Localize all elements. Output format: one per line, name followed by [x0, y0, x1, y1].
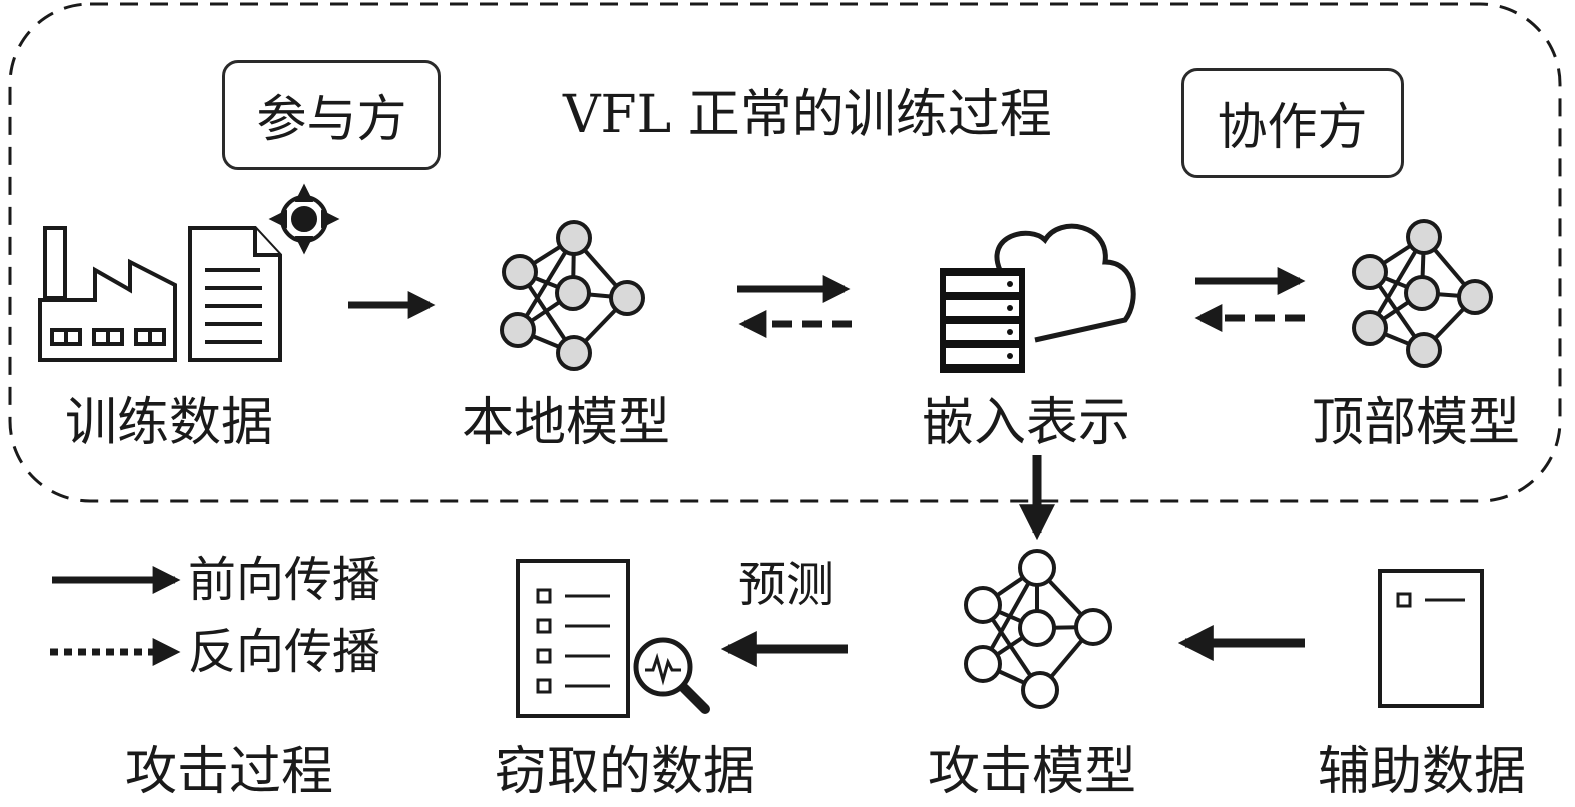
- embedding-label: 嵌入表示: [922, 393, 1131, 453]
- local-model-network-icon: [500, 220, 645, 371]
- top-model-label: 顶部模型: [1312, 393, 1521, 453]
- local-model-label: 本地模型: [462, 393, 671, 453]
- legend-forward-label: 前向传播: [188, 552, 381, 608]
- stolen-data-label: 窃取的数据: [495, 742, 756, 802]
- attack-section-label: 攻击过程: [125, 742, 334, 802]
- factory-icon: [38, 226, 177, 362]
- auxiliary-data-label: 辅助数据: [1318, 742, 1527, 802]
- target-icon: [268, 183, 340, 255]
- attack-model-network-icon: [964, 549, 1112, 709]
- participant-box: 参与方: [222, 60, 441, 170]
- training-process-region: [8, 2, 1562, 503]
- attack-model-label: 攻击模型: [928, 742, 1137, 802]
- magnifier-icon: [633, 637, 710, 714]
- participant-label: 参与方: [256, 90, 407, 148]
- document-icon: [188, 226, 282, 362]
- collaborator-box: 协作方: [1181, 68, 1404, 178]
- training-data-label: 训练数据: [65, 393, 274, 453]
- checklist-icon: [516, 559, 630, 718]
- predict-label: 预测: [738, 557, 835, 613]
- top-model-network-icon: [1352, 219, 1493, 368]
- server-cloud-icon: [940, 223, 1136, 373]
- auxiliary-document-icon: [1378, 569, 1484, 708]
- collaborator-label: 协作方: [1217, 98, 1368, 156]
- diagram-title: VFL 正常的训练过程: [563, 85, 1052, 145]
- legend-backward-label: 反向传播: [188, 624, 381, 680]
